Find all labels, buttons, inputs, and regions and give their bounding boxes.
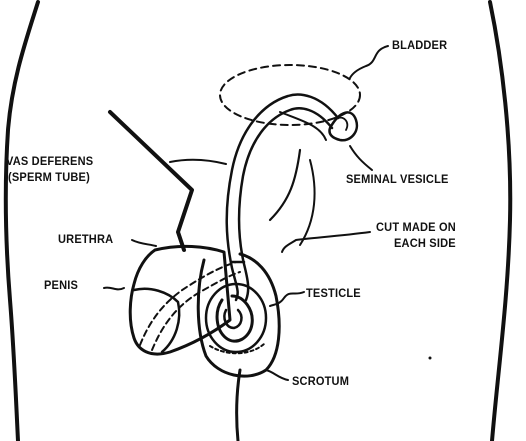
leader-scrotum xyxy=(266,370,288,380)
leader-bladder xyxy=(350,46,388,78)
leader-penis xyxy=(104,288,124,290)
label-each-side: EACH SIDE xyxy=(394,236,456,250)
leg-divider xyxy=(237,370,240,441)
label-bladder: BLADDER xyxy=(392,38,447,52)
label-urethra: URETHRA xyxy=(58,232,113,246)
label-testicle: TESTICLE xyxy=(306,286,361,300)
body-outline-left xyxy=(6,2,38,441)
leader-seminal xyxy=(350,146,372,170)
label-sperm-tube: (SPERM TUBE) xyxy=(8,170,90,184)
label-cut-made: CUT MADE ON xyxy=(376,220,456,234)
label-seminal-vesicle: SEMINAL VESICLE xyxy=(346,172,449,186)
leader-cut xyxy=(282,232,370,252)
leader-vas xyxy=(170,160,226,164)
penis-outline xyxy=(130,246,230,354)
body-outline-right xyxy=(490,2,510,441)
hip-fold-line xyxy=(110,112,192,250)
label-penis: PENIS xyxy=(44,278,78,292)
leader-urethra xyxy=(132,240,156,246)
label-scrotum: SCROTUM xyxy=(292,374,349,388)
seminal-vesicle xyxy=(329,112,356,140)
label-vas-deferens: VAS DEFERENS xyxy=(6,154,93,168)
